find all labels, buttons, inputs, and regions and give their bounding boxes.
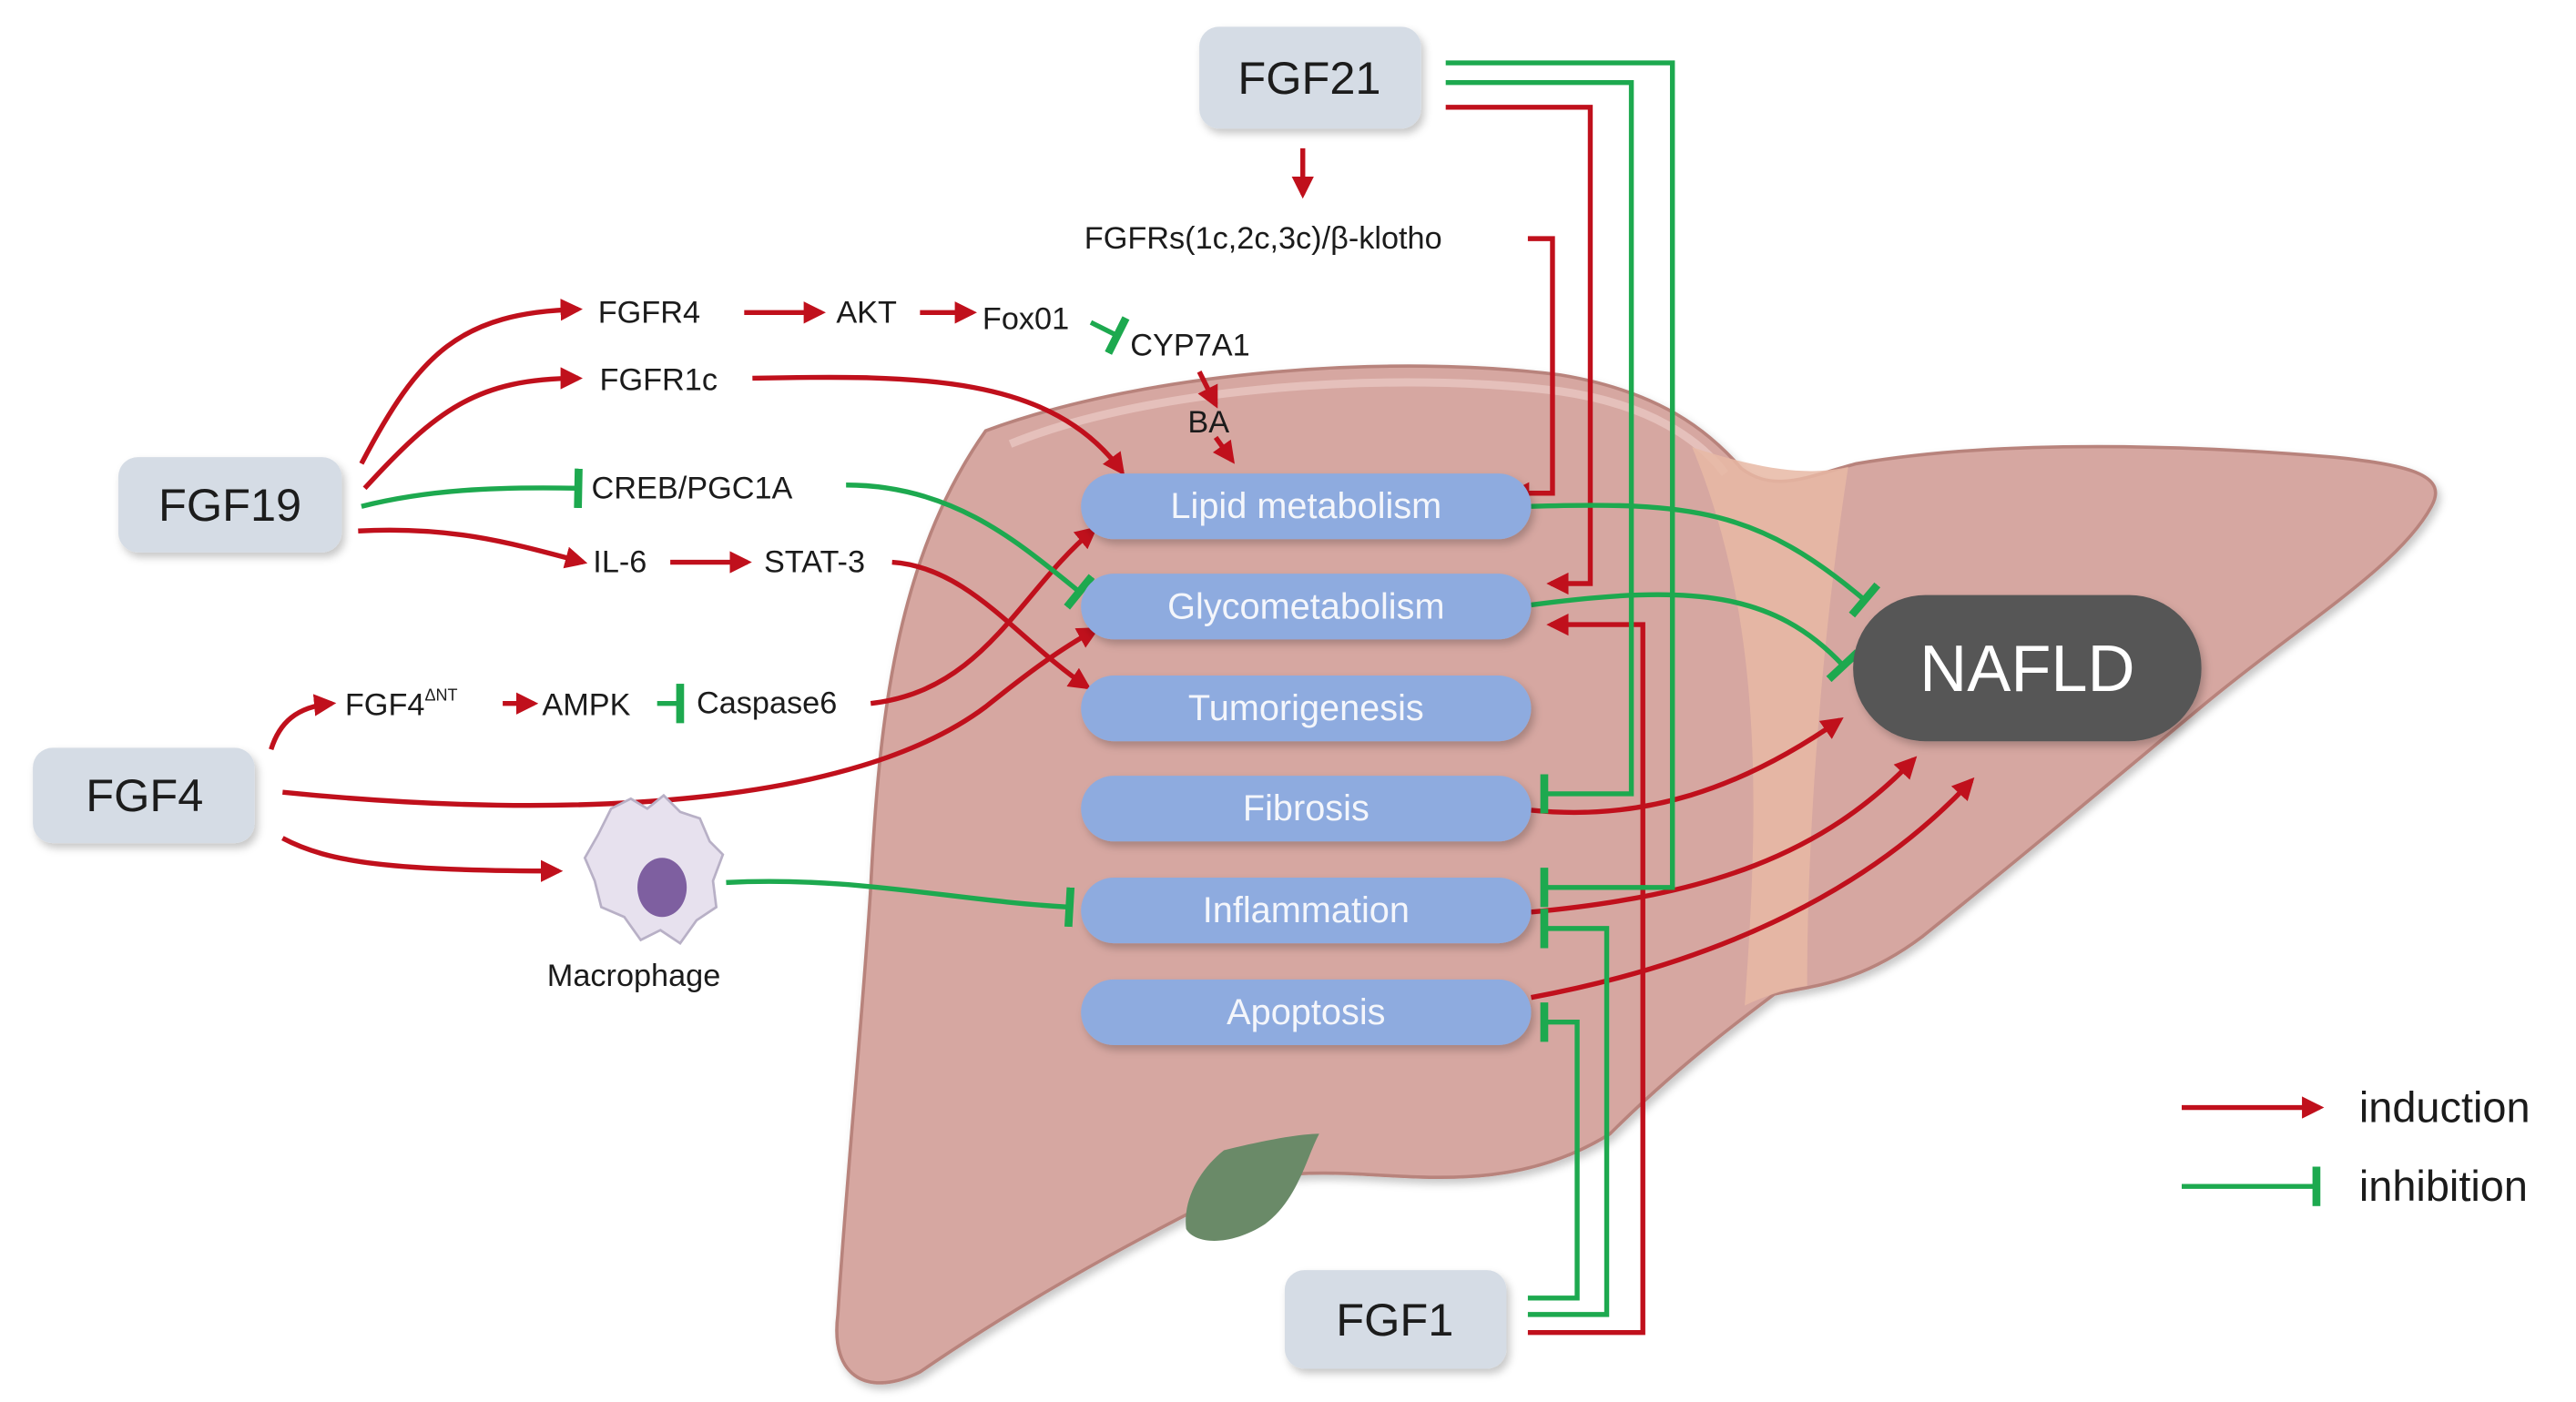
process-tumorigenesis[interactable]: Tumorigenesis (1081, 676, 1532, 742)
label-fgfrs-klotho: FGFRs(1c,2c,3c)/β-klotho (1084, 221, 1442, 256)
edge-fgf21-glyco (1445, 105, 1593, 595)
macrophage-icon (583, 793, 725, 945)
process-label: Tumorigenesis (1188, 688, 1424, 728)
induction-edges (269, 105, 1975, 1336)
nafld-label: NAFLD (1919, 633, 2135, 706)
falciform-ligament (1692, 447, 1848, 1006)
edge-apoptosis-nafld (1531, 777, 1975, 1001)
node-fgf1-label: FGF1 (1336, 1294, 1453, 1346)
edge-fgf4-fgf4dnt (269, 694, 337, 751)
edge-caspase6-lipid (870, 526, 1098, 706)
edge-fgf1-apoptosis (1527, 1002, 1580, 1301)
edge-fgf21-inflammation (1445, 60, 1675, 908)
nafld-node[interactable]: NAFLD (1853, 594, 2202, 742)
process-label: Fibrosis (1243, 788, 1369, 828)
intermediate-labels: FGFRs(1c,2c,3c)/β-klotho FGFR4 AKT Fox01… (345, 221, 1442, 993)
label-fox01: Fox01 (983, 302, 1069, 337)
edge-fgf19-il6 (358, 527, 588, 569)
edge-fgf4-glyco (282, 627, 1100, 808)
liver-illustration (835, 364, 2438, 1385)
edge-fgf1-glyco (1527, 613, 1645, 1336)
edge-macrophage-inflammation (726, 879, 1075, 928)
node-fgf4-label: FGF4 (86, 769, 203, 821)
legend-induction-label: induction (2359, 1084, 2530, 1132)
inhibition-edges (361, 60, 1881, 1317)
label-fgf4-dnt-superscript: ΔNT (424, 686, 457, 705)
edge-cyp7a1-ba (1196, 371, 1218, 409)
edge-fgfr1c-lipid (752, 374, 1125, 476)
process-label: Apoptosis (1227, 992, 1385, 1032)
label-macrophage: Macrophage (547, 959, 721, 993)
liver-rim-highlight (1008, 378, 1729, 476)
legend-inhibition-label: inhibition (2359, 1163, 2528, 1210)
edge-ba-lipid (1212, 435, 1235, 464)
label-ampk: AMPK (542, 688, 630, 723)
edge-lipid-nafld (1531, 503, 1881, 618)
edge-glyco-nafld (1531, 592, 1861, 683)
node-fgf19[interactable]: FGF19 (117, 457, 342, 553)
process-list: Lipid metabolism Glycometabolism Tumorig… (1081, 473, 1532, 1045)
process-glycometabolism[interactable]: Glycometabolism (1081, 574, 1532, 640)
edge-fgfrs-lipid (1507, 236, 1555, 504)
process-lipid-metabolism[interactable]: Lipid metabolism (1081, 473, 1532, 540)
gallbladder (1186, 1133, 1319, 1241)
node-fgf19-label: FGF19 (158, 479, 301, 531)
process-fibrosis[interactable]: Fibrosis (1081, 776, 1532, 842)
label-fgfr4: FGFR4 (598, 295, 700, 330)
process-inflammation[interactable]: Inflammation (1081, 877, 1532, 944)
label-fgf4-dnt-base: FGF4 (345, 688, 425, 723)
label-creb-pgc1a: CREB/PGC1A (592, 471, 793, 505)
label-akt: AKT (836, 295, 897, 330)
edge-inflammation-nafld (1531, 756, 1918, 915)
node-fgf21[interactable]: FGF21 (1199, 26, 1421, 129)
edge-stat3-tumor (891, 559, 1092, 690)
label-ba: BA (1187, 405, 1229, 440)
node-fgf1[interactable]: FGF1 (1284, 1270, 1507, 1369)
node-fgf4[interactable]: FGF4 (33, 747, 255, 844)
edge-fgf19-fgfr1c (362, 367, 583, 491)
label-fgf4-dnt: FGF4ΔNT (345, 686, 458, 723)
label-caspase6: Caspase6 (697, 686, 837, 721)
edge-creb-glyco (846, 483, 1095, 610)
label-il6: IL-6 (593, 545, 647, 580)
liver-left-lobe (835, 364, 2438, 1385)
label-stat3: STAT-3 (764, 545, 865, 580)
edge-fgf19-fgfr4 (359, 299, 583, 465)
edge-fgf1-inflammation (1527, 909, 1610, 1317)
edge-fibrosis-nafld (1531, 716, 1844, 816)
process-label: Lipid metabolism (1170, 486, 1441, 526)
process-label: Glycometabolism (1167, 586, 1444, 626)
edge-fgf21-fibrosis (1445, 80, 1634, 814)
process-label: Inflammation (1203, 890, 1410, 930)
label-fgfr1c: FGFR1c (600, 362, 718, 397)
edge-fox01-cyp7a1 (1089, 316, 1130, 355)
edge-fgf4-macrophage (281, 836, 564, 882)
node-fgf21-label: FGF21 (1237, 52, 1380, 104)
edge-fgf19-creb (361, 468, 583, 509)
process-apoptosis[interactable]: Apoptosis (1081, 979, 1532, 1045)
label-cyp7a1: CYP7A1 (1130, 328, 1249, 362)
legend: induction inhibition (2181, 1084, 2530, 1210)
